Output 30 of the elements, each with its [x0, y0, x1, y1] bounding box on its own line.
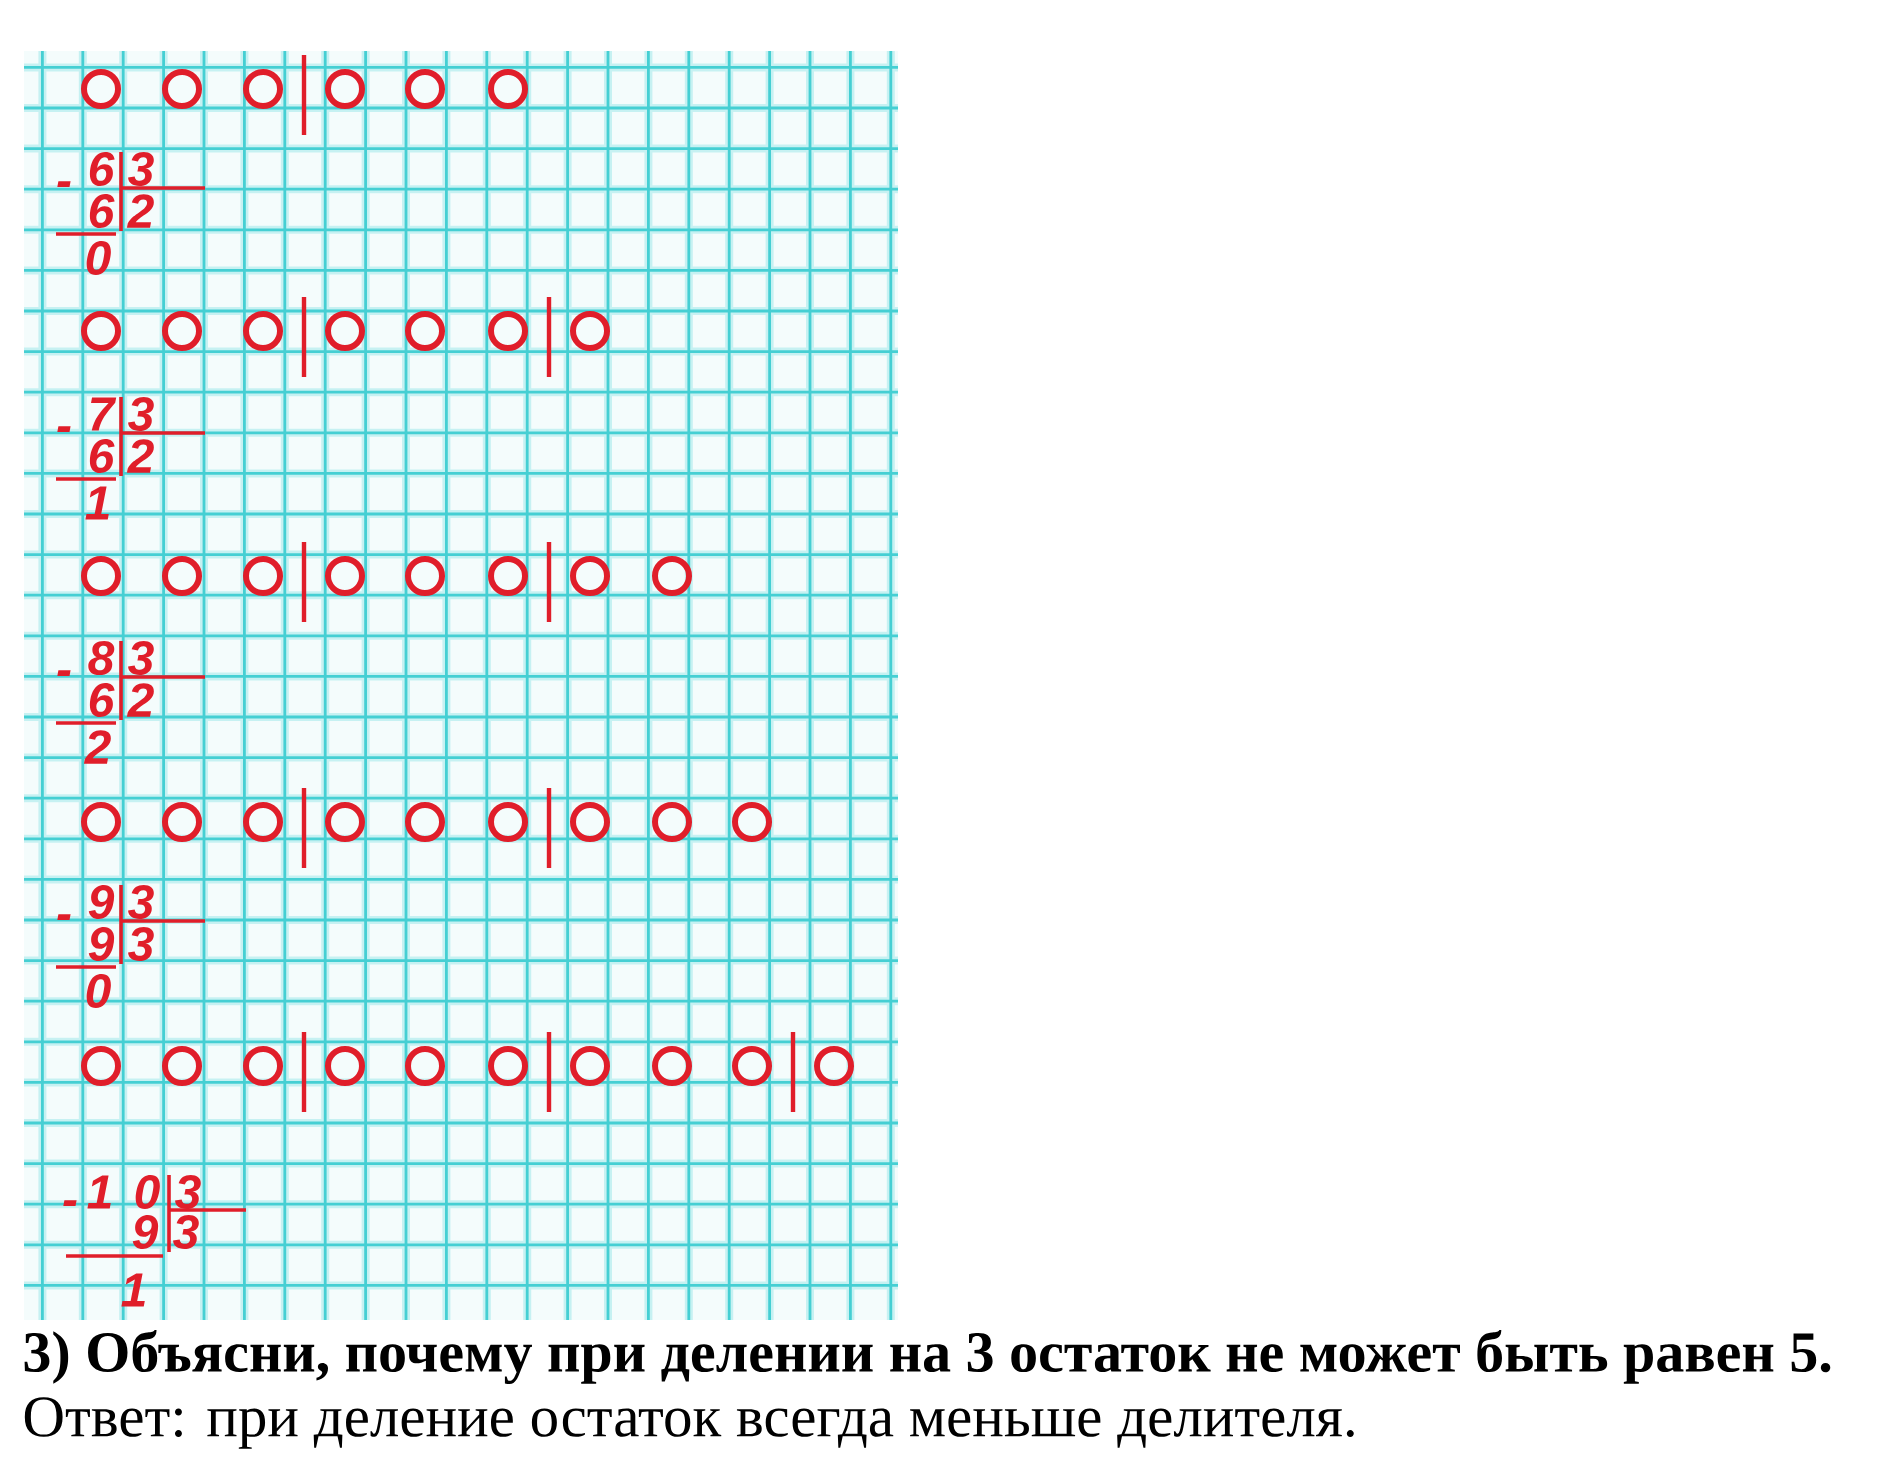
dividend: 1	[87, 1175, 111, 1209]
dividend: 0	[135, 1175, 160, 1209]
subtrahend: 6	[89, 194, 115, 228]
minus-sign: -	[57, 914, 71, 921]
dividend: 8	[88, 641, 115, 675]
dividend: 7	[91, 397, 117, 431]
divisor: 3	[128, 641, 154, 675]
quotient: 2	[126, 439, 154, 473]
question-text: 3) Объясни, почему при делении на 3 остаток не может быть равен 5.	[24, 1329, 1831, 1384]
minus-sign: -	[57, 181, 71, 188]
quotient: 2	[126, 194, 154, 228]
quotient: 3	[128, 927, 154, 961]
minus-sign: -	[63, 1200, 77, 1207]
remainder: 1	[85, 486, 109, 520]
divisor: 3	[128, 397, 154, 431]
remainder: 0	[86, 241, 111, 275]
dividend: 6	[89, 152, 115, 186]
quotient: 3	[173, 1215, 199, 1249]
subtrahend: 9	[88, 927, 115, 961]
subtrahend: 6	[89, 439, 115, 473]
divisor: 3	[128, 885, 154, 919]
subtrahend: 6	[89, 683, 115, 717]
divisor: 3	[175, 1175, 201, 1209]
quotient: 2	[126, 683, 154, 717]
divisor: 3	[128, 152, 154, 186]
minus-sign: -	[57, 426, 71, 433]
subtrahend: 9	[132, 1215, 159, 1249]
answer-text: Ответ: при деление остаток всегда меньше делителя.	[24, 1397, 1354, 1449]
dividend: 9	[88, 885, 115, 919]
minus-sign: -	[57, 670, 71, 677]
